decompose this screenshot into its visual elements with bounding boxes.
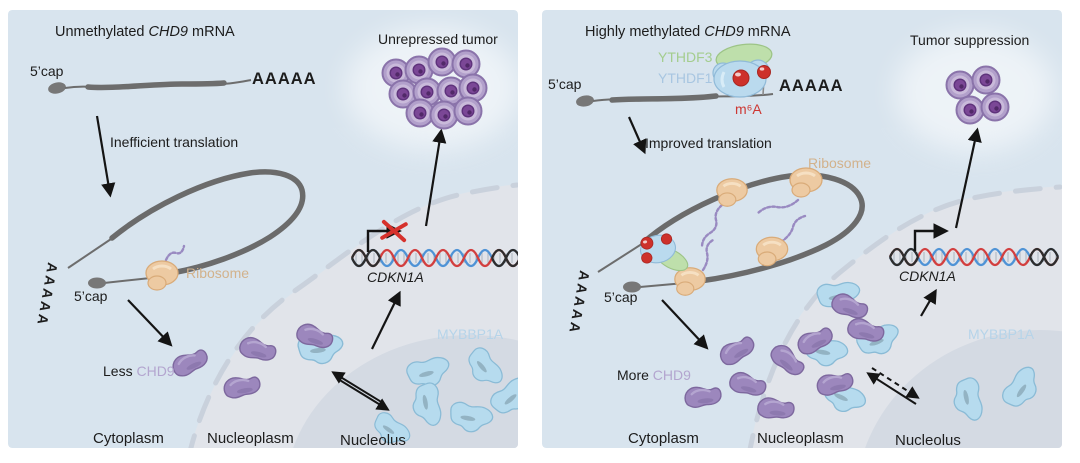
translation-label: Inefficient translation — [110, 134, 239, 150]
five-cap-label: 5’cap — [74, 288, 108, 304]
methylated-mrna — [576, 43, 774, 107]
ythdf3-label: YTHDF3 — [658, 49, 713, 65]
tumor-label: Unrepressed tumor — [378, 31, 498, 47]
repression-x-icon — [380, 219, 408, 243]
nascent-peptide — [701, 238, 715, 272]
title-text: Highly methylated — [585, 24, 705, 40]
compartment-nucleolus: Nucleolus — [895, 432, 961, 449]
chd9-level-label: Less CHD9 — [103, 363, 175, 379]
level-prefix: Less — [103, 363, 137, 379]
translation-label: Improved translation — [645, 135, 772, 151]
complex-to-gene-arrow — [371, 290, 401, 350]
protein-output-arrow — [127, 299, 173, 347]
ythdf1-label: YTHDF1 — [658, 70, 713, 86]
ythdf-complex — [712, 43, 773, 98]
translation-arrow — [95, 115, 116, 198]
cdkn1a-label: CDKN1A — [899, 268, 956, 284]
title-text: mRNA — [187, 24, 235, 40]
transcription-arrow — [913, 223, 949, 251]
five-cap-icon — [576, 95, 594, 107]
nucleolus-region — [855, 330, 1062, 448]
glow — [895, 32, 1055, 152]
nascent-peptide — [755, 198, 800, 216]
ribosome-label: Ribosome — [186, 265, 250, 281]
five-cap-icon — [88, 277, 106, 289]
right-panel-title: Highly methylated CHD9 mRNA — [585, 24, 791, 41]
transcription-arrow — [366, 223, 402, 252]
five-cap-label: 5’cap — [548, 76, 582, 92]
right-panel — [542, 10, 1062, 448]
polya-label: AAAAA — [779, 77, 844, 95]
nascent-peptide — [700, 203, 724, 249]
gene-symbol: CHD9 — [704, 24, 744, 40]
unmethylated-mrna — [48, 79, 252, 94]
left-panel-title: Unmethylated CHD9 mRNA — [55, 24, 235, 41]
exchange-arrow-out — [866, 372, 917, 405]
nascent-peptide — [779, 214, 807, 244]
mybbp1a-label: MYBBP1A — [968, 326, 1035, 342]
five-cap-icon — [48, 82, 66, 94]
left-panel — [8, 10, 518, 448]
gene-to-tumor-arrow — [424, 128, 447, 227]
exchange-arrow-out — [331, 371, 384, 404]
compartment-nucleolus: Nucleolus — [340, 432, 406, 449]
polysome-loop — [597, 166, 865, 297]
compartment-cytoplasm: Cytoplasm — [93, 430, 164, 447]
nuclear-membrane — [185, 182, 518, 448]
compartment-nucleoplasm: Nucleoplasm — [757, 430, 844, 447]
protein-output-arrow — [661, 299, 709, 350]
cdkn1a-label: CDKN1A — [367, 269, 424, 285]
compartment-cytoplasm: Cytoplasm — [628, 430, 699, 447]
cdkn1a-gene-active — [888, 223, 1060, 267]
gene-symbol: CHD9 — [652, 367, 691, 383]
tumor-label: Tumor suppression — [910, 32, 1030, 48]
five-cap-icon — [623, 281, 641, 293]
title-text: Unmethylated — [55, 24, 149, 40]
mybbp1a-label: MYBBP1A — [437, 326, 504, 342]
gene-symbol: CHD9 — [148, 24, 188, 40]
m6a-mark — [732, 69, 750, 87]
cdkn1a-gene-repressed — [350, 219, 518, 268]
five-cap-label: 5’cap — [30, 63, 64, 79]
level-prefix: More — [617, 367, 653, 383]
ribosome-label: Ribosome — [808, 155, 872, 171]
compartment-nucleoplasm: Nucleoplasm — [207, 430, 294, 447]
m6a-mark — [757, 65, 771, 79]
five-cap-label: 5’cap — [604, 289, 638, 305]
polya-label: AAAAA — [252, 70, 317, 88]
ythdf-complex-bound — [639, 233, 689, 272]
gene-to-tumor-arrow — [954, 127, 982, 229]
nucleolus-region — [285, 335, 518, 448]
mrna-loop — [67, 169, 306, 292]
chd9-level-label: More CHD9 — [617, 367, 691, 383]
complex-to-gene-arrow — [920, 288, 937, 317]
title-text: mRNA — [743, 24, 791, 40]
m6a-label: m⁶A — [735, 101, 762, 117]
nuclear-membrane — [745, 184, 1062, 448]
gene-symbol: CHD9 — [136, 363, 175, 379]
translation-arrow — [627, 116, 647, 155]
exchange-arrow-in — [337, 378, 390, 411]
nascent-peptide — [164, 244, 186, 262]
